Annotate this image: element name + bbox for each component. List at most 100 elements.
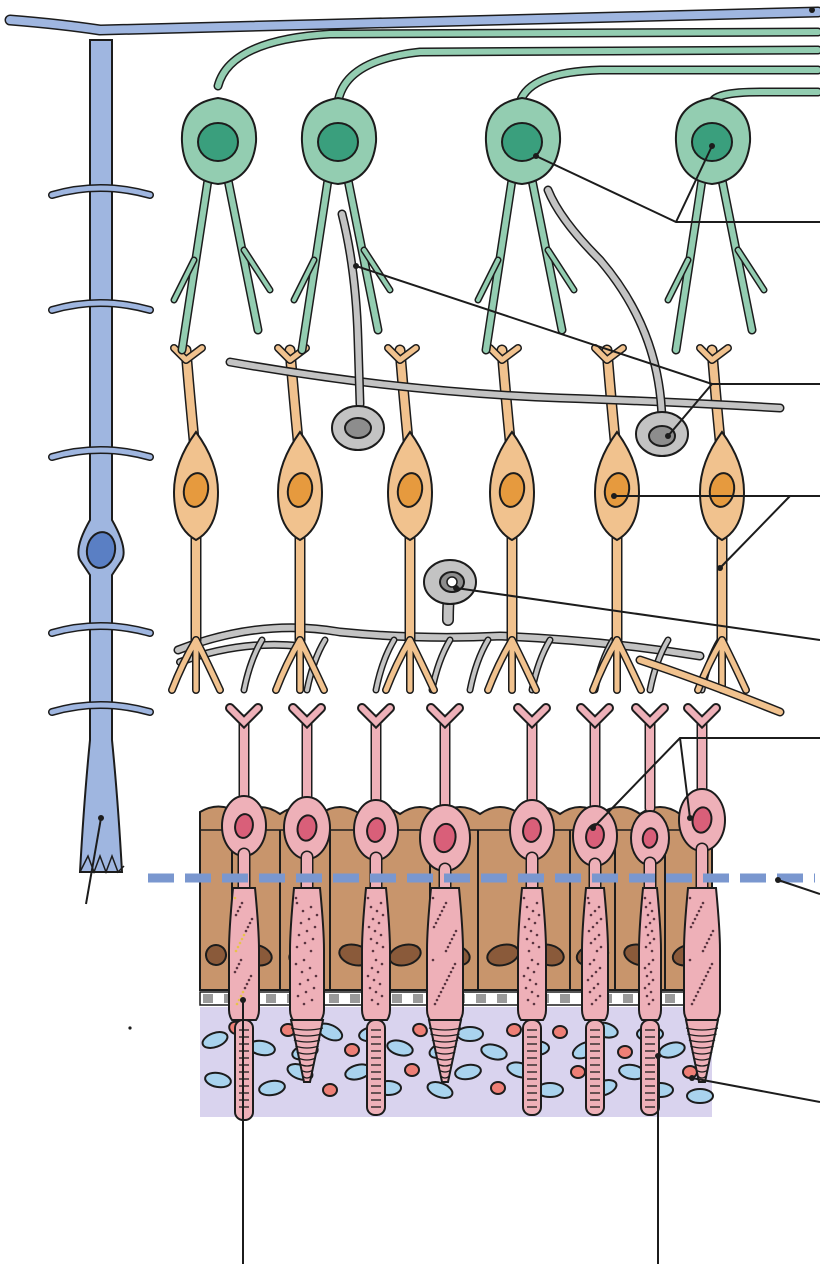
granule	[444, 983, 447, 986]
granule	[235, 950, 238, 953]
inner-segment	[290, 888, 324, 1020]
granule	[523, 897, 526, 900]
granule	[455, 930, 458, 933]
callout-line	[536, 156, 820, 222]
granule	[445, 902, 448, 905]
granule	[646, 995, 649, 998]
granule	[649, 922, 652, 925]
granule	[704, 946, 707, 949]
granule	[454, 963, 457, 966]
granule	[649, 942, 652, 945]
ganglion-cell	[668, 98, 764, 350]
granule	[238, 999, 241, 1002]
granule	[691, 1003, 694, 1006]
granule	[240, 959, 243, 962]
granule	[448, 975, 451, 978]
granule	[451, 938, 454, 941]
callout-dot	[717, 565, 723, 571]
granule	[651, 950, 654, 953]
granule	[306, 930, 309, 933]
granule	[315, 975, 318, 978]
inner-segment	[639, 888, 661, 1020]
granule	[706, 942, 709, 945]
granule	[367, 975, 370, 978]
granule	[644, 967, 647, 970]
granule	[295, 963, 298, 966]
granule	[234, 897, 237, 900]
ganglion-cell	[174, 98, 270, 350]
granule	[374, 930, 377, 933]
granule	[445, 950, 448, 953]
granule	[380, 902, 383, 905]
ganglion-nucleus	[198, 123, 238, 161]
callout-dot	[665, 433, 671, 439]
granule	[705, 975, 708, 978]
callout-dot	[533, 153, 539, 159]
granule	[591, 975, 594, 978]
granule	[591, 1003, 594, 1006]
granule	[310, 906, 313, 909]
granule	[251, 918, 254, 921]
ganglion-nucleus	[692, 123, 732, 161]
amacrine-nucleus	[649, 426, 675, 446]
granule	[597, 983, 600, 986]
granule	[533, 971, 536, 974]
granule	[531, 991, 534, 994]
granule	[595, 971, 598, 974]
granule	[536, 902, 539, 905]
granule	[528, 918, 531, 921]
granule	[381, 963, 384, 966]
granule	[307, 979, 310, 982]
callout-dot	[611, 493, 617, 499]
granule	[526, 906, 529, 909]
granule	[594, 938, 597, 941]
blood-cell	[345, 1044, 359, 1056]
blood-cell	[553, 1026, 567, 1038]
granule	[589, 991, 592, 994]
granule	[537, 995, 540, 998]
granule	[442, 987, 445, 990]
bipolar-terminal	[488, 640, 536, 690]
callout-line	[668, 384, 712, 436]
granule	[249, 922, 252, 925]
bipolar-cell	[698, 348, 746, 690]
granule	[703, 979, 706, 982]
granule	[440, 991, 443, 994]
granule	[652, 959, 655, 962]
rod-outer-segment	[367, 1020, 385, 1115]
granule	[708, 938, 711, 941]
inner-segment	[362, 888, 390, 1020]
ganglion-nucleus	[318, 123, 358, 161]
granule	[441, 910, 444, 913]
granule	[590, 914, 593, 917]
granule	[653, 918, 656, 921]
granule	[651, 910, 654, 913]
granule	[239, 942, 242, 945]
granule	[372, 950, 375, 953]
bruch-block	[413, 994, 423, 1003]
granule	[599, 995, 602, 998]
granule	[538, 946, 541, 949]
granule	[647, 914, 650, 917]
granule	[653, 938, 656, 941]
granule	[304, 942, 307, 945]
granule	[311, 999, 314, 1002]
granule	[692, 922, 695, 925]
granule	[593, 959, 596, 962]
granule	[528, 950, 531, 953]
granule	[370, 906, 373, 909]
granule	[376, 942, 379, 945]
granule	[303, 1003, 306, 1006]
granule	[536, 934, 539, 937]
granule	[532, 910, 535, 913]
granule	[523, 975, 526, 978]
granule	[538, 914, 541, 917]
granule	[589, 963, 592, 966]
muller-endfoot	[10, 12, 818, 30]
granule	[433, 926, 436, 929]
granule	[382, 914, 385, 917]
horizontal-cell	[178, 560, 720, 690]
ganglion-axon	[218, 32, 818, 86]
callout-dot	[775, 877, 781, 883]
